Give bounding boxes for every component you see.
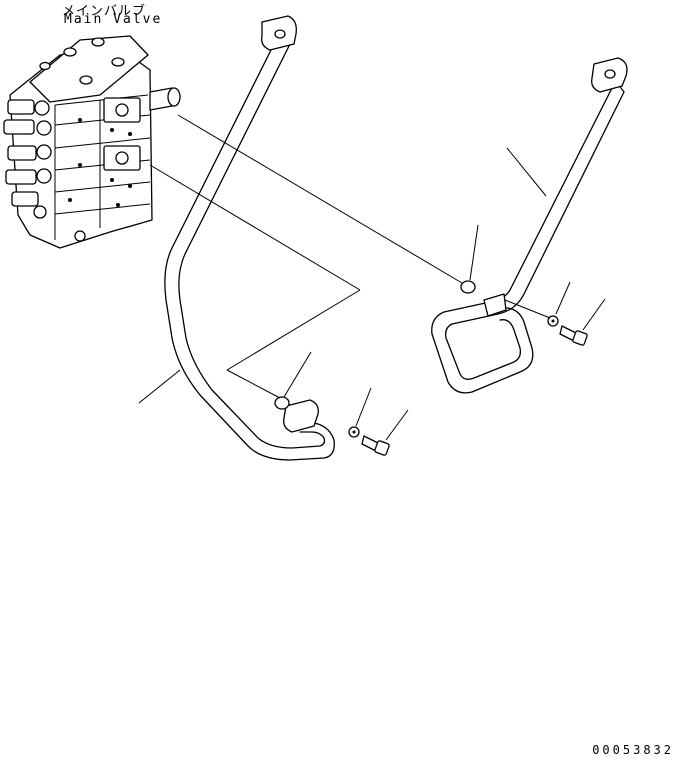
right-hydraulic-tube bbox=[431, 57, 628, 394]
left-washer bbox=[348, 426, 360, 438]
main-valve-label-jp: メインバルブ bbox=[62, 4, 147, 19]
drawing-number: 00053832 bbox=[592, 743, 674, 757]
left-hydraulic-tube bbox=[164, 15, 335, 461]
right-o-ring bbox=[460, 280, 476, 294]
leader-lines bbox=[138, 114, 606, 441]
left-o-ring bbox=[274, 396, 290, 410]
left-bolt bbox=[361, 435, 390, 456]
main-valve-block bbox=[3, 35, 181, 249]
right-washer bbox=[547, 315, 559, 327]
right-bolt bbox=[559, 325, 588, 346]
main-valve-label-en: Main Valve bbox=[64, 12, 163, 27]
